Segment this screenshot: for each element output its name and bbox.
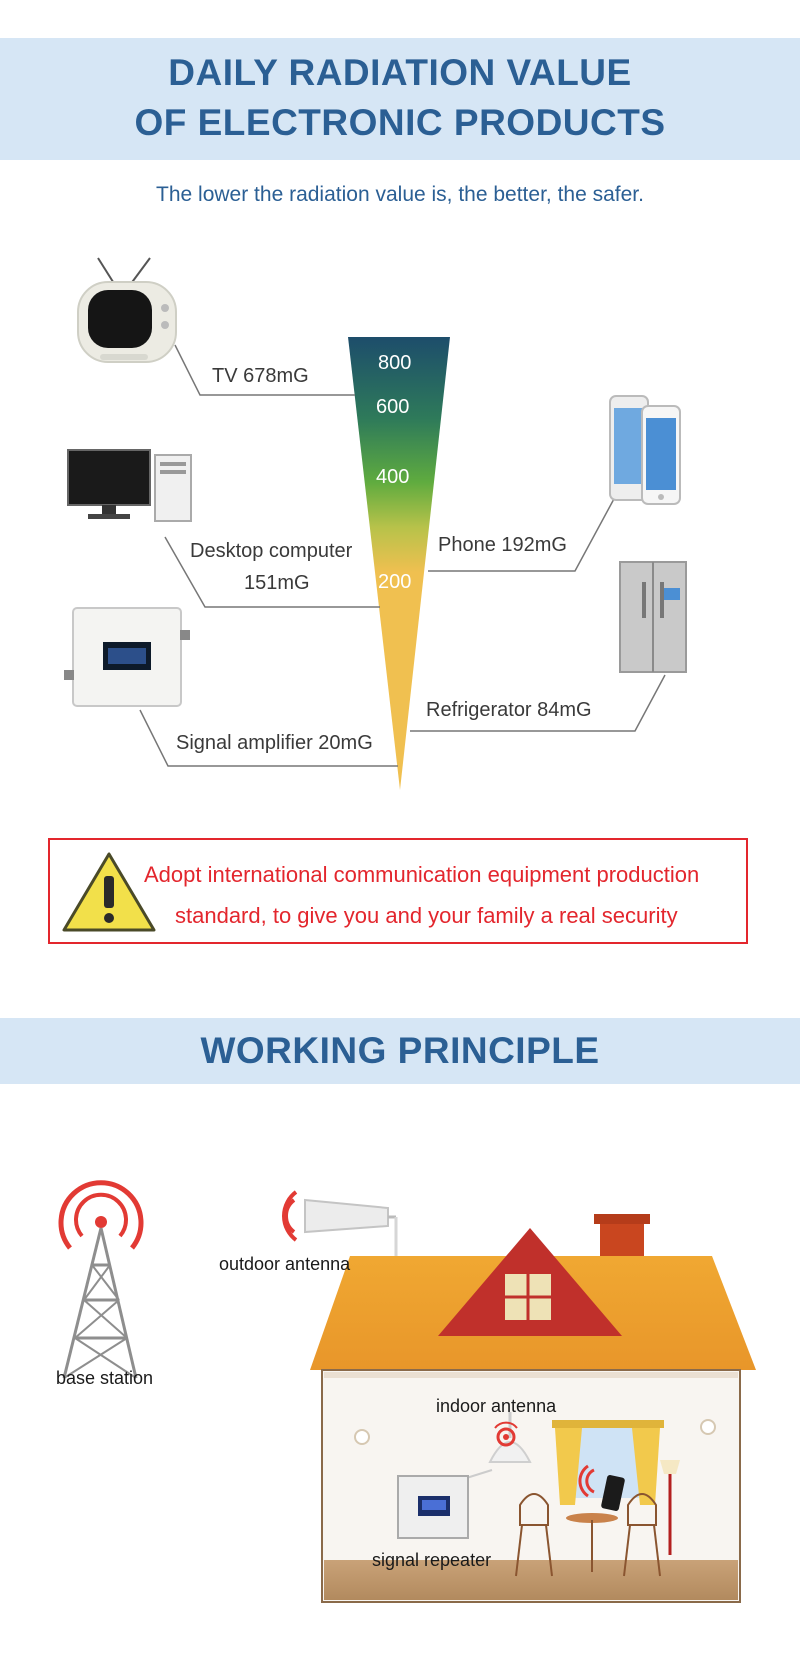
signal-repeater-label: signal repeater	[372, 1550, 492, 1570]
scale-tick-400: 400	[376, 466, 410, 488]
phone-label: Phone 192mG	[438, 534, 567, 556]
header-banner	[0, 38, 800, 160]
tv-connector	[174, 344, 355, 396]
phone-connector	[428, 496, 616, 572]
scale-tick-200: 200	[378, 571, 412, 593]
principle-title: WORKING PRINCIPLE	[200, 1030, 600, 1071]
desktop-label-line2: 151mG	[244, 572, 310, 594]
base-station-icon	[58, 1180, 144, 1379]
page-subtitle: The lower the radiation value is, the be…	[156, 183, 644, 206]
scale-tick-800: 800	[378, 352, 412, 374]
refrigerator-icon	[619, 561, 687, 673]
base-station-label: base station	[56, 1368, 154, 1388]
desktop-label-line1: Desktop computer	[190, 540, 353, 562]
tv-label: TV 678mG	[212, 365, 309, 387]
fridge-label: Refrigerator 84mG	[426, 699, 592, 721]
house-illustration	[310, 1214, 756, 1603]
page-title-line2: OF ELECTRONIC PRODUCTS	[134, 102, 666, 143]
warning-box	[48, 838, 748, 944]
amplifier-label: Signal amplifier 20mG	[176, 732, 373, 754]
warning-triangle-icon	[62, 852, 156, 932]
warning-line1: Adopt international communication equipm…	[144, 862, 700, 887]
radiation-scale	[348, 337, 450, 790]
outdoor-antenna-label: outdoor antenna	[219, 1254, 351, 1274]
signal-amplifier-icon	[64, 607, 190, 707]
tv-icon	[77, 257, 177, 363]
scale-tick-600: 600	[376, 396, 410, 418]
warning-line2: standard, to give you and your family a …	[175, 903, 678, 928]
amplifier-connector	[139, 709, 398, 767]
indoor-antenna-label: indoor antenna	[436, 1396, 557, 1416]
phone-icon	[609, 395, 681, 505]
page-title-line1: DAILY RADIATION VALUE	[168, 52, 632, 93]
principle-banner	[0, 1018, 800, 1084]
fridge-connector	[410, 674, 666, 732]
desktop-computer-icon	[67, 449, 192, 522]
desktop-connector	[164, 536, 380, 608]
